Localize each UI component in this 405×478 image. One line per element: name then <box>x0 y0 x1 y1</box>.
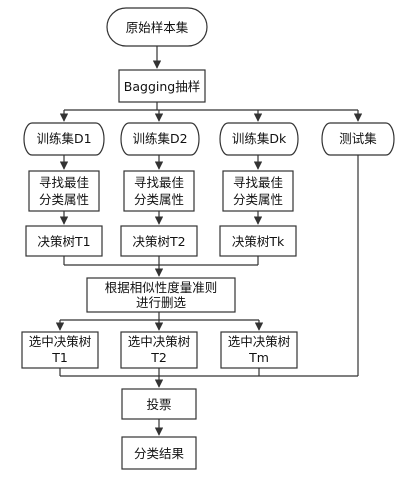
find-best-line1-1: 寻找最佳 <box>39 175 89 190</box>
train-set-label-2: 训练集D2 <box>132 131 187 146</box>
find-best-line2-2: 分类属性 <box>134 192 184 207</box>
selected-line2-2: T2 <box>150 350 167 365</box>
find-best-line2-1: 分类属性 <box>39 192 89 207</box>
start-node: 原始样本集 <box>106 7 208 47</box>
selected-node-1: 选中决策树 T1 <box>21 331 99 369</box>
result-node: 分类结果 <box>121 436 197 470</box>
selected-line1-2: 选中决策树 <box>128 334 191 349</box>
vote-label: 投票 <box>146 397 171 412</box>
connectors <box>55 46 363 436</box>
find-best-line1-2: 寻找最佳 <box>134 175 184 190</box>
vote-node: 投票 <box>121 388 197 420</box>
train-set-node-1: 训练集D1 <box>23 122 105 156</box>
prune-line1: 根据相似性度量准则 <box>105 280 218 295</box>
prune-node: 根据相似性度量准则 进行删选 <box>86 277 236 313</box>
find-best-line1-k: 寻找最佳 <box>233 175 283 190</box>
prune-line2: 进行删选 <box>136 295 187 310</box>
train-set-label-1: 训练集D1 <box>36 131 91 146</box>
find-best-node-1: 寻找最佳 分类属性 <box>28 170 100 212</box>
bagging-node: Bagging抽样 <box>118 69 206 103</box>
find-best-node-k: 寻找最佳 分类属性 <box>222 170 294 212</box>
find-best-line2-k: 分类属性 <box>233 192 283 207</box>
train-set-node-2: 训练集D2 <box>120 122 200 156</box>
selected-line1-m: 选中决策树 <box>228 334 291 349</box>
bagging-label: Bagging抽样 <box>124 79 200 94</box>
selected-node-m: 选中决策树 Tm <box>220 331 298 369</box>
tree-node-1: 决策树T1 <box>25 225 103 257</box>
start-label: 原始样本集 <box>126 20 189 35</box>
find-best-node-2: 寻找最佳 分类属性 <box>123 170 195 212</box>
tree-node-2: 决策树T2 <box>120 225 198 257</box>
train-set-node-k: 训练集Dk <box>219 122 299 156</box>
selected-node-2: 选中决策树 T2 <box>120 331 198 369</box>
tree-label-1: 决策树T1 <box>37 234 90 249</box>
selected-line2-m: Tm <box>248 350 269 365</box>
tree-label-2: 决策树T2 <box>132 234 185 249</box>
tree-label-k: 决策树Tk <box>232 234 285 249</box>
train-set-label-k: 训练集Dk <box>232 131 287 146</box>
selected-line2-1: T1 <box>51 350 68 365</box>
result-label: 分类结果 <box>134 446 185 461</box>
test-set-node: 测试集 <box>321 122 395 156</box>
tree-node-k: 决策树Tk <box>219 225 297 257</box>
selected-line1-1: 选中决策树 <box>29 334 92 349</box>
test-set-label: 测试集 <box>339 131 377 146</box>
